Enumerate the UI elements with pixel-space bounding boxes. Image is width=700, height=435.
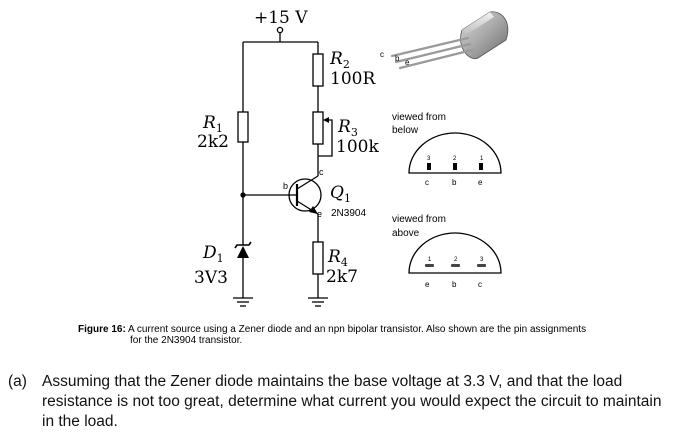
d1-value: 3V3 — [194, 268, 228, 288]
below-pin-letter-1: c — [425, 178, 429, 187]
figure-caption: Figure 16: A current source using a Zene… — [78, 324, 668, 346]
circuit-figure: +15 V R2 100R R3 100k R1 2k2 D1 3V3 R4 2… — [194, 8, 509, 307]
r1-resistor — [237, 111, 249, 143]
r3-value: 100k — [336, 137, 379, 157]
r2-name: R2 — [329, 49, 350, 71]
r1-name: R1 — [202, 113, 223, 135]
question-text-line3: in the load. — [42, 413, 118, 430]
r4-resistor — [312, 241, 324, 275]
pin-label-emitter: e — [317, 209, 322, 219]
q1-collector-lead — [296, 175, 319, 190]
above-view-outline — [408, 232, 502, 274]
r2-resistor — [312, 53, 324, 87]
q1-emitter-arrow — [309, 206, 318, 214]
question-text-line2: resistance is not too great, determine w… — [42, 393, 662, 410]
below-title-line1: viewed from — [392, 112, 446, 123]
caption-text-line1: A current source using a Zener diode and… — [128, 324, 587, 335]
to92-package-illustration — [390, 11, 509, 70]
r3-name: R3 — [337, 117, 358, 139]
package-pin-b: b — [395, 54, 400, 63]
r1-value: 2k2 — [197, 132, 229, 152]
caption-text-line2: for the 2N3904 transistor. — [130, 335, 243, 346]
ground-right — [308, 297, 328, 307]
r2-value: 100R — [330, 69, 376, 89]
above-title-line1: viewed from — [392, 214, 446, 225]
ground-left — [233, 297, 253, 307]
above-pin-number-2: 2 — [454, 257, 458, 263]
zener-diode — [237, 246, 249, 258]
above-pin-number-1: 1 — [428, 257, 432, 263]
below-pin-letter-2: b — [452, 178, 457, 187]
zener-bar — [234, 241, 252, 249]
package-pin-e: e — [405, 58, 410, 67]
supply-label: +15 V — [254, 8, 308, 28]
below-view-pins — [427, 163, 483, 170]
question-label: (a) — [8, 373, 27, 390]
r4-name: R4 — [327, 247, 348, 269]
r3-wiper-loop — [318, 119, 333, 157]
q1-name: Q1 — [330, 183, 351, 205]
above-pin-letter-3: c — [478, 280, 482, 289]
below-pin-letter-3: e — [478, 178, 483, 187]
below-pin-number-1: 3 — [427, 156, 431, 162]
base-junction-dot — [240, 192, 246, 198]
q1-part-number: 2N3904 — [331, 208, 366, 219]
below-view-outline — [408, 132, 502, 174]
package-pin-c: c — [380, 50, 384, 59]
below-pin-number-3: 1 — [480, 156, 484, 162]
pin-label-collector: c — [319, 167, 324, 177]
r4-value: 2k7 — [326, 267, 358, 287]
above-title-line2: above — [392, 228, 420, 239]
below-pin-number-2: 2 — [453, 156, 457, 162]
question-text-line1: Assuming that the Zener diode maintains … — [42, 373, 623, 390]
above-pin-letter-1: e — [425, 280, 430, 289]
below-title-line2: below — [392, 125, 419, 136]
supply-terminal — [276, 26, 284, 34]
r3-wiper-arrow — [323, 117, 329, 123]
above-pin-letter-2: b — [452, 280, 457, 289]
caption-label: Figure 16: — [78, 324, 126, 335]
q1-transistor-body — [288, 178, 322, 212]
above-view-pins — [425, 264, 486, 267]
d1-name: D1 — [202, 243, 224, 265]
pin-label-base: b — [283, 181, 288, 191]
r3-resistor — [312, 111, 324, 145]
above-pin-number-3: 3 — [480, 257, 484, 263]
